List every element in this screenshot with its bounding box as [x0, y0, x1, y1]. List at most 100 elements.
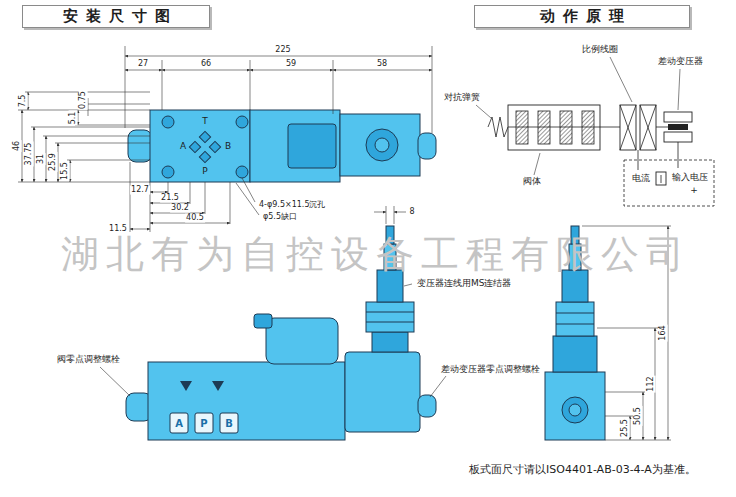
dimension-lines-part: [34, 127, 35, 182]
dimension: 11.5: [108, 225, 128, 234]
dimension: 8: [408, 208, 415, 217]
side-view-valve-part: [212, 381, 224, 391]
top-view-valve-part: [288, 124, 336, 168]
side-view-valve-part: [220, 413, 238, 433]
front-view-valve-part: [605, 440, 671, 441]
side-view-valve-part: [254, 314, 272, 328]
operating-principle-schematic-part: [678, 142, 679, 168]
part-label: 变压器连线用MS连结器: [416, 279, 512, 289]
dimension: 0.75: [79, 90, 88, 110]
header-text: 安装尺寸图: [55, 8, 178, 25]
watermark: 湖北有为自控设备工程有限公司: [61, 234, 691, 276]
dimension-lines-part: [168, 182, 169, 193]
dimension-lines-part: [55, 143, 150, 144]
top-view-valve-part: [189, 141, 200, 152]
side-view-valve-part: [148, 362, 345, 440]
dimension: 12.7: [130, 186, 150, 195]
part-label: 阀体: [522, 177, 542, 187]
dimension: 225: [274, 46, 291, 55]
operating-principle-schematic-part: [476, 105, 491, 118]
dimension: 5.1: [69, 111, 78, 126]
part-label: 差动变压器零点调整螺栓: [440, 365, 541, 375]
dimension: 30.2: [170, 204, 190, 213]
dimension-lines-part: [250, 70, 333, 71]
dimension-lines-part: [75, 125, 150, 126]
operating-principle-schematic-part: [538, 111, 550, 144]
operating-principle-schematic-part: [640, 105, 656, 150]
top-view-valve-part: [162, 116, 174, 128]
operating-principle-schematic-part: [534, 153, 540, 175]
note: 板式面尺寸请以ISO4401-AB-03-4-A为基准。: [468, 464, 697, 476]
dimension-lines-part: [28, 92, 29, 110]
operating-principle-schematic-part: [640, 105, 656, 150]
dimension: 46: [13, 140, 22, 152]
dimension: 7.5: [19, 94, 28, 109]
dimension-lines-part: [70, 160, 71, 182]
dimension-lines-part: [432, 46, 433, 133]
top-view-valve-part: [199, 131, 210, 142]
front-view-valve-part: [605, 416, 633, 417]
section-header: 安装尺寸图: [22, 5, 210, 28]
operating-principle-schematic-part: [664, 112, 692, 122]
part-label: 比例线圈: [581, 45, 619, 55]
dimension-lines-part: [250, 60, 251, 110]
top-view-valve-part: [150, 110, 250, 182]
side-view-valve-part: [372, 332, 408, 352]
dimension-lines-part: [150, 223, 230, 224]
dimension: 59: [285, 60, 297, 69]
dimension-lines-part: [333, 60, 334, 114]
dimension-lines-part: [22, 110, 23, 182]
operating-principle-schematic-part: [488, 117, 508, 137]
hole-callout: φ5.5缺口: [262, 213, 298, 222]
port-letter: B: [225, 418, 233, 429]
front-view-valve-part: [562, 397, 588, 423]
dimension: 27: [137, 60, 149, 69]
operating-principle-schematic-part: [620, 105, 636, 150]
operating-principle-schematic-part: [620, 105, 636, 150]
side-view-valve-part: [386, 206, 387, 224]
operating-principle-schematic-part: [560, 111, 572, 144]
dimension-lines-part: [31, 127, 150, 128]
dimension-lines-part: [25, 92, 150, 93]
side-view-valve-part: [366, 302, 414, 332]
dimension: 25.5: [621, 418, 630, 438]
dimension-lines-part: [190, 182, 191, 204]
top-view-valve-part: [199, 151, 210, 162]
top-view-valve-part: [418, 133, 436, 159]
side-view-valve-part: [430, 376, 446, 397]
operating-principle-schematic-part: [640, 105, 656, 150]
port-letter: P: [202, 167, 207, 177]
front-view-valve-part: [605, 392, 645, 393]
front-view-valve-part: [556, 313, 594, 314]
operating-principle-schematic-part: [678, 69, 680, 110]
dimension-lines-part: [236, 183, 259, 215]
dimension-lines-part: [43, 136, 150, 137]
dimension-lines-part: [162, 70, 250, 71]
top-view-valve: [128, 110, 436, 182]
operating-principle-schematic-part: [668, 124, 688, 130]
top-view-valve-part: [162, 166, 174, 178]
operating-principle-schematic-part: [661, 175, 662, 183]
front-view-valve-part: [553, 336, 597, 372]
operating-principle-schematic-part: [508, 127, 620, 128]
header-text: 动作原理: [532, 8, 632, 25]
dimension: 15.5: [61, 161, 70, 181]
dimension: 25.9: [49, 152, 58, 172]
front-view-valve-part: [582, 226, 671, 227]
dimension-lines-part: [150, 192, 168, 193]
operating-principle-schematic-part: [620, 105, 636, 150]
operating-principle-schematic-part: [508, 105, 600, 150]
side-view-valve-part: [170, 413, 188, 433]
dimension-lines-part: [130, 229, 150, 230]
operating-principle-schematic-part: [624, 160, 714, 206]
dimension: 40.5: [185, 214, 205, 223]
operating-principle-schematic: [476, 57, 714, 206]
operating-principle-schematic-part: [656, 127, 668, 128]
side-view-valve-part: [345, 352, 420, 432]
dimension: 21.5: [160, 194, 180, 203]
dimension-lines-part: [46, 136, 47, 182]
side-view-valve-part: [266, 318, 338, 364]
operating-principle-schematic-part: [638, 150, 639, 170]
dimension-lines-part: [58, 143, 59, 182]
dimension: 164: [659, 324, 668, 341]
